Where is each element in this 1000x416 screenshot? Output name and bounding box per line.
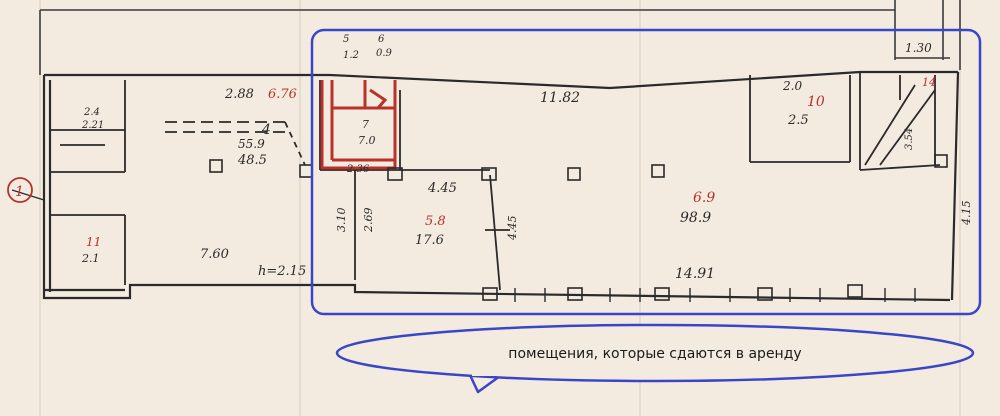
label-room-11-area: 2.1 [81,252,100,265]
label-height: h=2.15 [258,264,306,279]
label-dim-2-69: 2.69 [362,208,375,234]
label-room-10: 10 [807,94,825,110]
label-dim-4-45-vertical: 4.45 [506,216,519,242]
label-room-9: 6.9 [693,190,715,206]
label-room-4-sub: 55.9 [238,137,265,151]
columns [209,154,948,301]
label-dim-2-88: 2.88 [224,87,254,102]
windows [11,189,916,302]
outer-walls [42,70,960,302]
label-dim-1-30: 1.30 [905,41,932,55]
label-dim-4-15: 4.15 [960,201,973,227]
label-room-14: 14 [922,76,936,89]
marker-circle [7,177,33,203]
caption-text: помещения, которые сдаются в аренду [508,346,801,362]
red-hatched-rooms [320,80,397,170]
label-room-11: 11 [86,235,101,249]
upper-boundary-lines [39,0,961,75]
label-dim-6-76: 6.76 [268,87,297,102]
interior-walls [50,72,941,291]
label-room-6-area: 0.9 [376,48,393,59]
label-dim-11-82: 11.82 [540,90,580,106]
rental-area-outline [310,28,982,316]
label-dim-14-91: 14.91 [675,266,715,282]
label-room-8: 5.8 [425,214,446,229]
label-room-10-area: 2.5 [787,113,809,128]
label-room-4-area: 48.5 [237,153,267,168]
label-room-6: 6 [378,34,385,45]
label-room-5: 5 [343,34,349,45]
label-dim-2-0: 2.0 [782,79,802,93]
label-room-5-area: 1.2 [343,50,359,61]
label-room-4: 4 [261,122,271,138]
label-dim-2-21: 2.21 [81,120,104,131]
label-dim-7-60: 7.60 [200,247,229,262]
plan-labels: 5 1.2 6 0.9 1.30 2.88 6.76 11.82 2.0 10 … [81,34,973,282]
marker-label: 1 [15,184,24,200]
label-dim-4-45: 4.45 [427,181,457,196]
label-room-7-area: 7.0 [358,134,376,147]
label-dim-2-4: 2.4 [83,107,100,118]
label-room-7: 7 [362,118,369,131]
caption-callout: помещения, которые сдаются в аренду [335,323,975,394]
label-dim-3-10: 3.10 [335,208,348,233]
label-dim-2-36: 2.36 [346,164,370,175]
label-room-9-area: 98.9 [680,210,711,226]
label-dim-3-54: 3.54 [904,128,915,150]
label-room-8-area: 17.6 [415,233,444,248]
